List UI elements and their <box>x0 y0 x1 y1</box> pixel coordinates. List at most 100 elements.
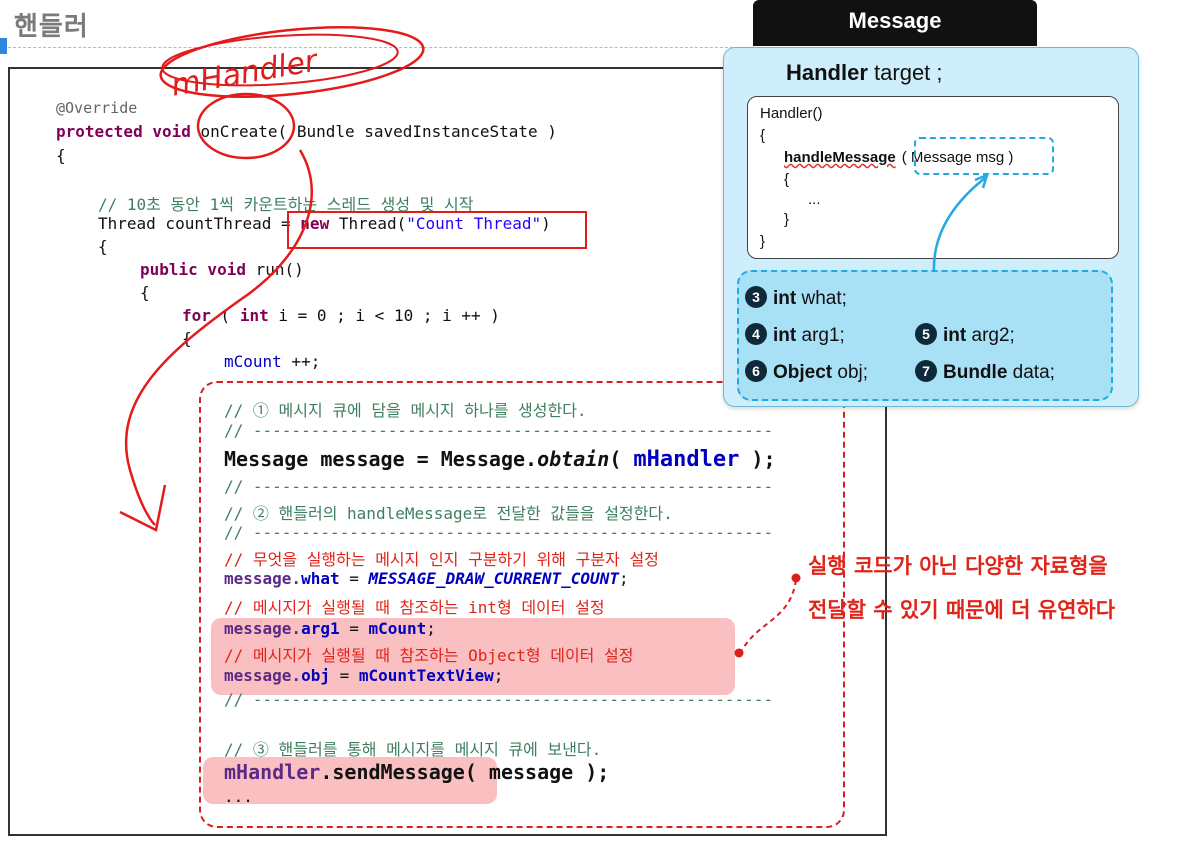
thread-ctor-box <box>287 211 587 249</box>
connector-dot-icon <box>734 648 744 658</box>
brace: { <box>56 146 66 165</box>
message-ref: message. <box>224 619 302 638</box>
comment-text: // ③ 핸들러를 통해 메시지를 메시지 큐에 보낸다. <box>224 740 602 759</box>
thread-name-string: "Count Thread" <box>406 214 542 233</box>
thread-ctor: Thread( <box>329 214 407 233</box>
obj-field: obj <box>301 666 330 685</box>
comment-text: // ① 메시지 큐에 담을 메시지 하나를 생성한다. <box>224 401 587 420</box>
code-comment-obj: // 메시지가 실행될 때 참조하는 Object형 데이터 설정 <box>224 642 633 666</box>
comment-text: // 10초 동안 1씩 카운트하는 스레드 생성 및 시작 <box>98 195 474 214</box>
brace: { <box>140 283 150 302</box>
code-divider-4: // -------------------------------------… <box>224 690 773 709</box>
field-type: Bundle <box>943 362 1008 383</box>
oncreate-circle <box>196 92 296 160</box>
inner-brace-open: { <box>784 171 790 188</box>
field-number-badge: 6 <box>745 360 767 382</box>
assign-op: = <box>329 666 359 685</box>
code-divider-2: // -------------------------------------… <box>224 477 773 496</box>
handler-type: Handler <box>786 60 868 85</box>
assign-op: = <box>339 619 369 638</box>
comment-divider: // -------------------------------------… <box>224 421 774 440</box>
thread-decl-end: ) <box>541 214 551 233</box>
handle-message-method: handleMessage <box>784 149 896 166</box>
message-panel: Handler target ; Handler() { handleMessa… <box>723 47 1139 407</box>
thread-decl-start: Thread countThread = <box>98 214 301 233</box>
inner-brace-close: } <box>784 211 790 228</box>
comment-text: // 무엇을 실행하는 메시지 인지 구분하기 위해 구분자 설정 <box>224 550 659 569</box>
handler-brace-open: { <box>760 127 766 144</box>
code-what: message.what = MESSAGE_DRAW_CURRENT_COUN… <box>224 569 629 588</box>
red-flow-arrow <box>124 149 314 526</box>
handwriting-scribble-ring-2 <box>161 33 399 87</box>
message-tab: Message <box>753 0 1037 46</box>
field-type: Object <box>773 362 833 383</box>
code-obj: message.obj = mCountTextView; <box>224 666 503 685</box>
code-comment-thread: // 10초 동안 1씩 카운트하는 스레드 생성 및 시작 <box>98 191 473 215</box>
inner-ellipsis: ... <box>808 191 821 208</box>
run-keywords: public void <box>140 260 246 279</box>
code-obtain: Message message = Message.obtain( mHandl… <box>224 447 776 472</box>
obj-value: mCountTextView <box>358 666 494 685</box>
obtain-paren: ( <box>609 447 634 471</box>
field-name: what; <box>796 288 847 309</box>
handler-target-header: Handler target ; <box>786 60 943 86</box>
comment-divider: // -------------------------------------… <box>224 523 774 542</box>
code-comment-2: // ② 핸들러의 handleMessage로 전달한 값들을 설정한다. <box>224 500 673 524</box>
red-arrowhead-icon <box>119 484 167 532</box>
for-paren: ( <box>210 306 240 325</box>
int-keyword: int <box>239 306 269 325</box>
code-panel: @Override protected void onCreate( Bundl… <box>8 67 887 836</box>
field-number-badge: 4 <box>745 323 767 345</box>
handler-class-box: Handler() { handleMessage ( Message msg )… <box>747 96 1119 259</box>
field-type: int <box>773 325 797 346</box>
send-handler-ref: mHandler <box>224 760 321 784</box>
arg1-field: arg1 <box>301 619 340 638</box>
handler-ctor: Handler() <box>760 105 823 122</box>
comment-text: // 메시지가 실행될 때 참조하는 Object형 데이터 설정 <box>224 646 634 665</box>
code-for: for ( int i = 0 ; i < 10 ; i ++ ) <box>182 306 500 325</box>
code-comment-what: // 무엇을 실행하는 메시지 인지 구분하기 위해 구분자 설정 <box>224 546 659 570</box>
override-annotation: @Override <box>56 99 138 117</box>
code-comment-1: // ① 메시지 큐에 담을 메시지 하나를 생성한다. <box>224 397 587 421</box>
code-divider-3: // -------------------------------------… <box>224 523 773 542</box>
message-code-region <box>199 381 845 828</box>
obtain-method: obtain <box>537 447 610 471</box>
code-brace-3: { <box>140 283 150 302</box>
what-field: what <box>301 569 340 588</box>
code-thread-decl: Thread countThread = new Thread("Count T… <box>98 214 551 233</box>
message-ref: message. <box>224 569 302 588</box>
field-number-badge: 5 <box>915 323 937 345</box>
mcount-field: mCount <box>224 352 282 371</box>
field-number-badge: 7 <box>915 360 937 382</box>
arg1-value: mCount <box>368 619 427 638</box>
what-constant: MESSAGE_DRAW_CURRENT_COUNT <box>368 569 619 588</box>
title-divider <box>8 47 758 48</box>
handle-message-params: ( Message msg ) <box>901 149 1014 166</box>
code-mcount: mCount ++; <box>224 352 320 371</box>
message-ref: message. <box>224 666 302 685</box>
code-comment-3: // ③ 핸들러를 통해 메시지를 메시지 큐에 보낸다. <box>224 736 601 760</box>
semicolon: ; <box>618 569 629 588</box>
comment-text: // ② 핸들러의 handleMessage로 전달한 값들을 설정한다. <box>224 504 673 523</box>
comment-text: // 메시지가 실행될 때 참조하는 int형 데이터 설정 <box>224 598 605 617</box>
assign-op: = <box>339 569 369 588</box>
note-connector <box>741 579 797 651</box>
comment-divider: // -------------------------------------… <box>224 690 774 709</box>
code-oncreate: protected void onCreate( Bundle savedIns… <box>56 122 557 141</box>
connector-dot-icon <box>791 573 801 583</box>
note-line-1: 실행 코드가 아닌 다양한 자료형을 <box>808 554 1108 578</box>
blue-arrowhead-icon <box>974 172 989 189</box>
brace: { <box>98 237 108 256</box>
code-override: @Override <box>56 99 137 117</box>
semicolon: ; <box>493 666 504 685</box>
code-brace-1: { <box>56 146 66 165</box>
obtain-handler-arg: mHandler <box>633 447 740 472</box>
field-name: arg2; <box>966 325 1015 346</box>
brace: { <box>182 329 192 348</box>
